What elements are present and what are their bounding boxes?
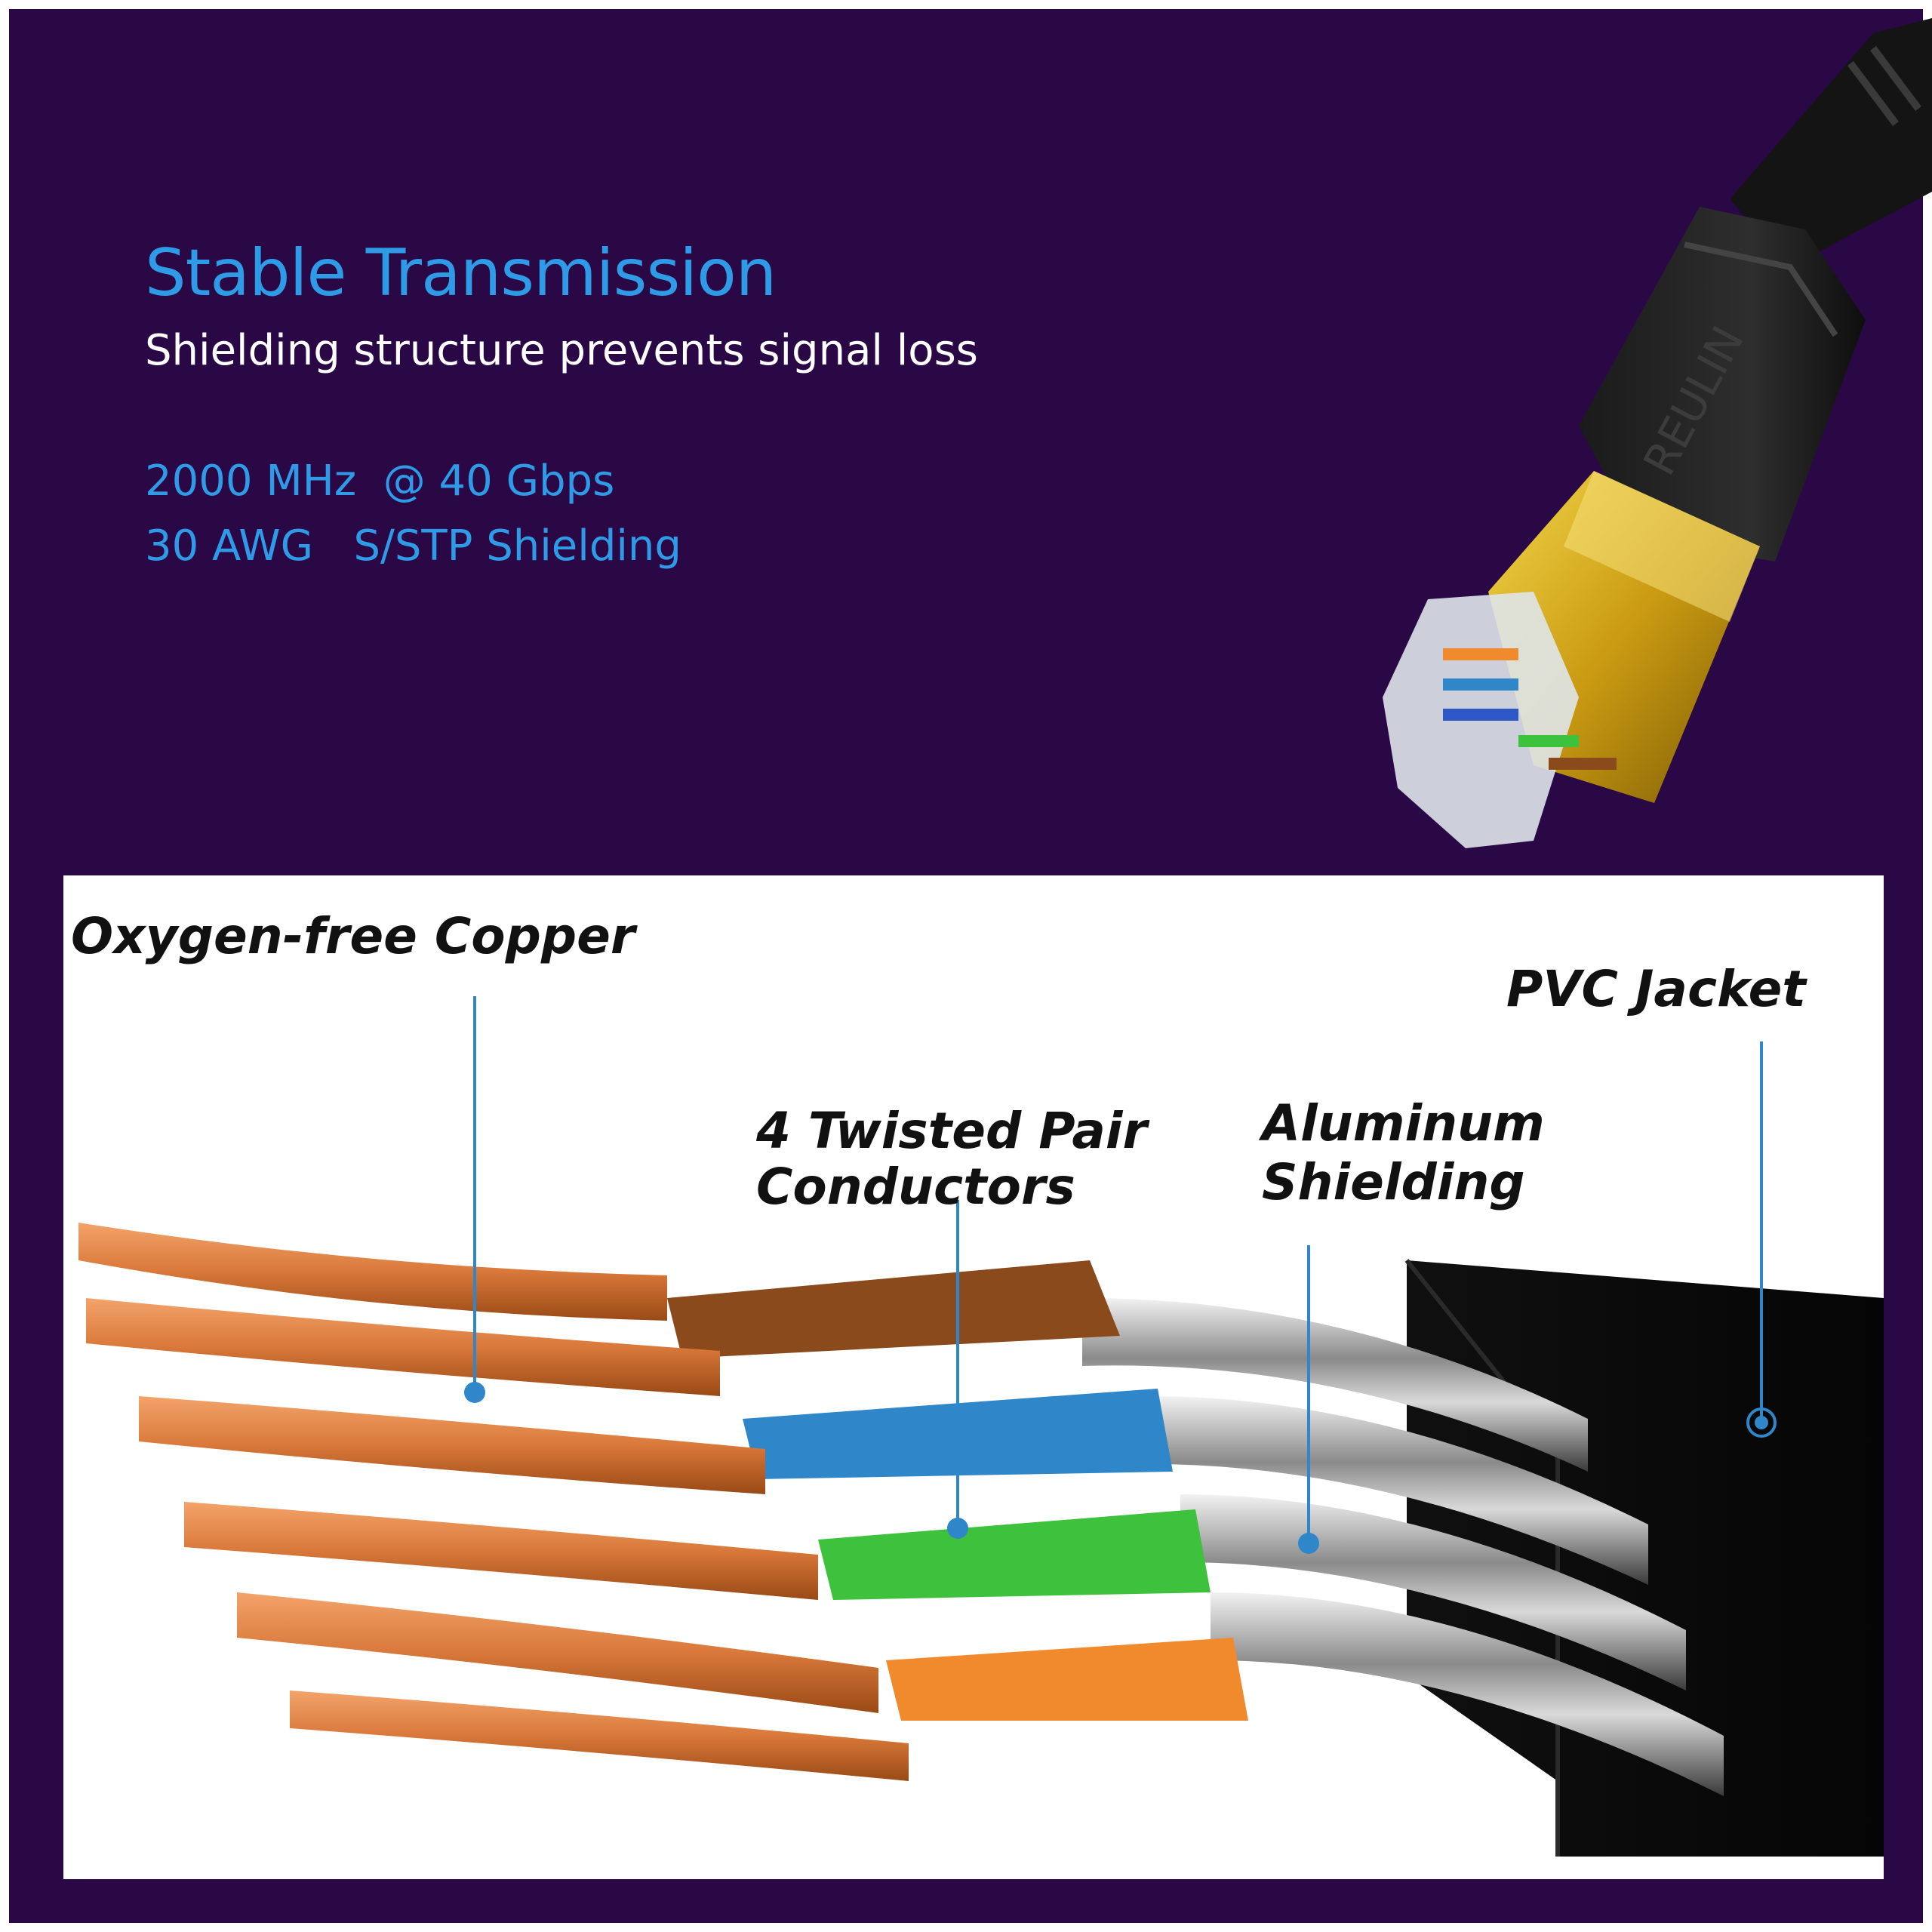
conductor-green (818, 1509, 1211, 1600)
cable-structure-diagram: Oxygen-free Copper 4 Twisted Pair Conduc… (63, 875, 1884, 1879)
label-aluminum-line2: Shielding (1262, 1153, 1525, 1211)
label-aluminum-line1: Aluminum (1262, 1094, 1545, 1152)
spec-awg-shielding: 30 AWG S/STP Shielding (145, 521, 681, 571)
rj45-connector-image: REULIN (1383, 18, 1932, 848)
conductor-orange (886, 1638, 1248, 1721)
label-twisted-pair-line2: Conductors (756, 1158, 1075, 1216)
wire-darkblue (1443, 709, 1518, 721)
marker-twisted (947, 1518, 968, 1539)
wire-green (1518, 735, 1579, 747)
headline: Stable Transmission (145, 235, 777, 311)
shield-highlight (1564, 471, 1760, 622)
cable-illustration (78, 996, 1884, 1857)
copper-strand-2 (86, 1298, 720, 1396)
copper-strand-1 (78, 1223, 667, 1321)
connector-boot (1579, 207, 1866, 561)
spec-frequency: 2000 MHz @ 40 Gbps (145, 457, 615, 506)
marker-copper (464, 1382, 485, 1403)
cable-highlight (1847, 46, 1921, 126)
copper-strand-4 (184, 1502, 818, 1600)
copper-strand-6 (290, 1690, 909, 1781)
shielded-pair-1 (1082, 1298, 1588, 1472)
page-background: Stable Transmission Shielding structure … (9, 9, 1932, 1923)
copper-strand-5 (237, 1592, 878, 1713)
subheadline: Shielding structure prevents signal loss (145, 326, 978, 375)
marker-jacket-ring (1746, 1407, 1777, 1438)
wire-orange (1443, 648, 1518, 660)
wire-brown (1549, 758, 1617, 770)
label-twisted-pair-line1: 4 Twisted Pair (756, 1102, 1148, 1160)
marker-jacket (1755, 1416, 1768, 1429)
marker-aluminum (1298, 1533, 1319, 1554)
header-text: Stable Transmission Shielding structure … (145, 235, 978, 579)
boot-highlight (1684, 242, 1838, 337)
shielded-pair-4 (1211, 1592, 1724, 1796)
spec-list: 2000 MHz @ 40 Gbps 30 AWG S/STP Shieldin… (145, 449, 978, 579)
label-pvc-jacket: PVC Jacket (1506, 960, 1806, 1018)
copper-strand-3 (139, 1396, 765, 1494)
wire-blue (1443, 678, 1518, 691)
conductor-brown (667, 1260, 1120, 1358)
cable-segment (1730, 18, 1932, 267)
shielded-pair-2 (1150, 1396, 1648, 1585)
label-oxygen-free-copper: Oxygen-free Copper (71, 907, 635, 965)
